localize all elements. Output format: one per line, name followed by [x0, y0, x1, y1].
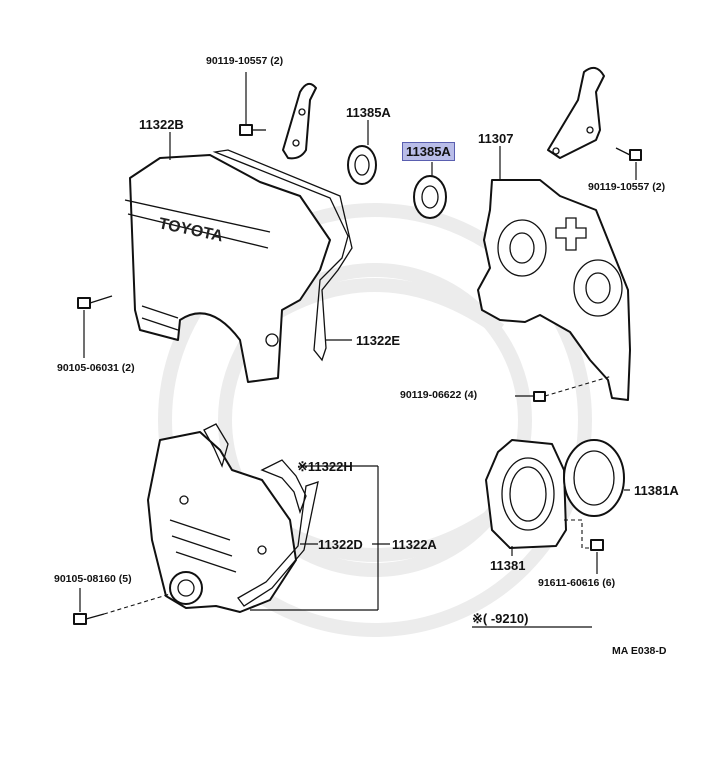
bolt-91611-60616[interactable] — [564, 519, 604, 551]
label-bolt-lower-left: 90105-08160 (5) — [54, 573, 132, 585]
gasket-11322D[interactable] — [203, 423, 229, 468]
upper-right-bracket[interactable] — [547, 66, 605, 159]
label-footnote: ※( -9210) — [472, 611, 529, 626]
oil-seal-11385A-small[interactable] — [347, 145, 377, 185]
oil-seal-retainer-11381[interactable] — [485, 439, 567, 549]
label-gasket-d: 11322D — [318, 537, 363, 552]
label-gasket-upper: 11322E — [356, 333, 401, 348]
bolt-90105-08160[interactable] — [73, 593, 171, 625]
label-gasket-a: 11322A — [392, 537, 437, 552]
label-gasket-h: ※11322H — [297, 459, 353, 474]
upper-bracket[interactable] — [282, 82, 317, 160]
label-retainer: 11381 — [490, 558, 526, 573]
label-bolt-retainer: 91611-60616 (6) — [538, 577, 616, 589]
watermark-logo — [158, 203, 592, 637]
label-bolt-top-right: 90119-10557 (2) — [588, 181, 666, 193]
upper-timing-cover[interactable]: TOYOTA — [124, 154, 331, 383]
label-cover-upper: 11322B — [139, 117, 184, 132]
timing-back-plate-11307[interactable] — [477, 179, 631, 401]
bolt-90119-06622[interactable] — [533, 375, 613, 402]
label-bolt-back-plate: 90119-06622 (4) — [400, 389, 478, 401]
leader-lower-cover-group — [250, 465, 390, 611]
bolt-90105-06031[interactable] — [77, 295, 113, 309]
bolt-90119-10557-left[interactable] — [239, 124, 266, 136]
label-diagram-code: MA E038-D — [612, 645, 667, 657]
label-back-plate: 11307 — [478, 131, 514, 146]
gasket-11322E[interactable] — [212, 149, 353, 362]
label-bolt-top-left: 90119-10557 (2) — [206, 55, 284, 67]
gasket-11322A[interactable] — [237, 481, 319, 607]
label-oil-seal: 11381A — [634, 483, 679, 498]
label-bolt-left-mid: 90105-06031 (2) — [57, 362, 135, 374]
oil-seal-11385A-highlighted[interactable] — [413, 175, 447, 219]
oil-seal-11381A[interactable] — [563, 439, 625, 517]
label-seal-highlighted[interactable]: 11385A — [402, 142, 455, 161]
bolt-90119-10557-right[interactable] — [615, 147, 642, 161]
label-seal-small: 11385A — [346, 105, 391, 120]
